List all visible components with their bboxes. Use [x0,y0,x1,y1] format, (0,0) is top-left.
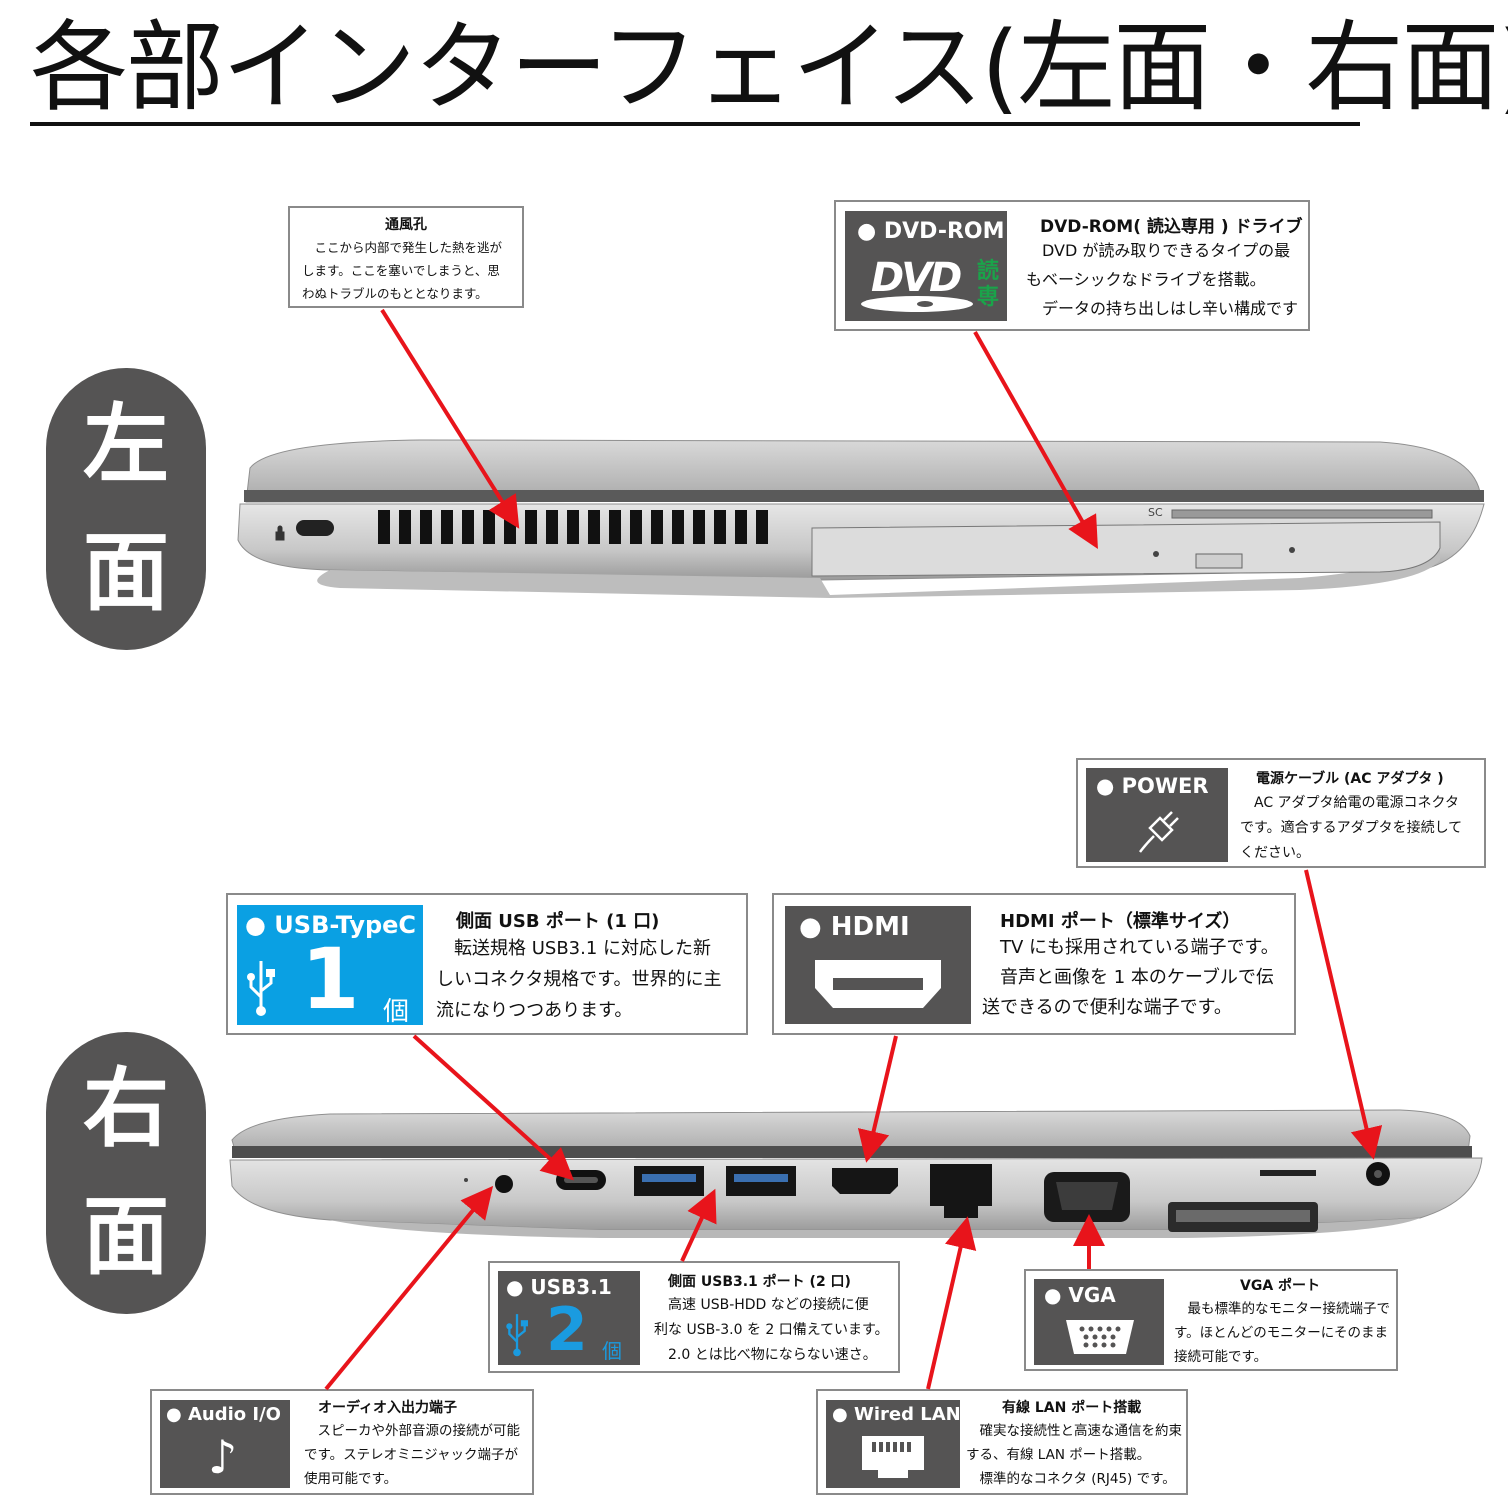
usb31-body: 高速 USB-HDD などの接続に便 利な USB-3.0 を 2 口備えていま… [654,1297,889,1363]
right-side-char-2: 面 [83,1187,169,1287]
lock-icon [275,525,285,541]
card-slot [1171,509,1433,519]
lan-callout: ● Wired LAN 有線 LAN ポート搭載 確実な接続性と高速な通信を約束… [816,1389,1188,1495]
page-title: 各部インターフェイス(左面・右面) [30,11,1508,125]
usbc-callout: ● USB-TypeC 1 個 側面 USB ポート (1 口) 転送規格 US… [226,893,748,1035]
vga-label: ● VGA [1044,1283,1116,1307]
vga-port-icon [1066,1320,1134,1354]
vent-callout: 通風孔 ここから内部で発生した熱を逃が します。ここを塞いでしまうと、思 わぬト… [288,206,524,308]
lan-port [930,1164,992,1206]
dvd-label: ● DVD-ROM [857,219,1005,244]
hdmi-title: HDMI ポート（標準サイズ） [1000,911,1241,932]
title-underline [30,122,1360,126]
hdmi-body: TV にも採用されている端子です。 音声と画像を 1 本のケーブルで伝 送できる… [982,937,1279,1018]
laptop-left-side-image: SC [237,439,1485,598]
dvd-drive-tray [811,521,1441,577]
power-icon-box: ● POWER [1086,768,1228,862]
lan-body: 確実な接続性と高速な通信を約束 する、有線 LAN ポート搭載。 標準的なコネク… [966,1423,1182,1487]
left-side-badge: 左 面 [46,368,206,650]
usbc-title: 側面 USB ポート (1 口) [456,911,660,932]
dvd-icon-box: ● DVD-ROM DVD 読 専 [845,211,1007,321]
audio-label: ● Audio I/O [166,1404,281,1425]
vga-title: VGA ポート [1240,1278,1321,1294]
ethernet-port-icon [862,1436,924,1478]
lan-label: ● Wired LAN [832,1404,961,1425]
lan-icon-box: ● Wired LAN [826,1400,961,1488]
power-callout: ● POWER 電源ケーブル (AC アダプタ ) AC アダプタ給電の電源コネ… [1076,758,1486,868]
music-note-icon: ♪ [208,1430,238,1484]
power-label: ● POWER [1096,774,1209,798]
dvd-callout: ● DVD-ROM DVD 読 専 DVD-ROM( 読込専用 ) ドライブ D… [834,200,1310,331]
dvd-disc-icon [861,296,973,312]
right-side-badge: 右 面 [46,1032,206,1314]
dvd-eject-button [1195,553,1243,569]
usb-icon [247,961,275,1016]
dvd-body: DVD が読み取りできるタイプの最 もベーシックなドライブを搭載。 データの持ち… [1026,241,1299,318]
usb31-title: 側面 USB3.1 ポート (2 口) [668,1274,851,1290]
dvd-title: DVD-ROM( 読込専用 ) ドライブ [1040,217,1303,237]
plug-icon [1139,811,1179,853]
audio-title: オーディオ入出力端子 [318,1400,458,1416]
left-side-char-1: 左 [83,395,169,495]
audio-jack [495,1175,513,1193]
vent-body: ここから内部で発生した熱を逃が します。ここを塞いでしまうと、思 わぬトラブルの… [302,240,503,301]
usb31-unit: 個 [602,1339,622,1363]
audio-body: スピーカや外部音源の接続が可能 です。ステレオミニジャック端子が 使用可能です。 [304,1423,520,1487]
right-side-char-1: 右 [83,1059,169,1159]
hdmi-label: ● HDMI [799,912,910,942]
usb31-icon-box: ● USB3.1 2 個 [498,1271,640,1365]
vga-body: 最も標準的なモニター接続端子で す。ほとんどのモニターにそのまま 接続可能です。 [1174,1301,1390,1365]
security-lock-slot [296,520,334,536]
sd-card-slot [1260,1170,1316,1176]
lan-title: 有線 LAN ポート搭載 [1002,1400,1142,1416]
usb31-callout: ● USB3.1 2 個 側面 USB3.1 ポート (2 口) 高速 USB-… [488,1261,900,1373]
audio-callout: ● Audio I/O ♪ オーディオ入出力端子 スピーカや外部音源の接続が可能… [150,1389,534,1495]
usbc-count: 1 [301,930,360,1028]
dvd-logo: DVD [871,255,962,301]
power-title: 電源ケーブル (AC アダプタ ) [1256,771,1444,787]
usbc-icon-box: ● USB-TypeC 1 個 [237,905,423,1028]
usb31-count: 2 [546,1295,588,1365]
sc-slot-label: SC [1148,506,1163,519]
usbc-unit: 個 [383,997,410,1027]
usb31-label: ● USB3.1 [506,1275,612,1299]
vent-title: 通風孔 [385,217,427,233]
usbc-body: 転送規格 USB3.1 に対応した新 しいコネクタ規格です。世界的に主 流になり… [436,938,722,1021]
left-side-char-2: 面 [83,523,169,623]
hdmi-port-icon [815,960,941,1008]
vga-icon-box: ● VGA [1034,1279,1164,1365]
usb-icon [506,1314,528,1357]
vga-callout: ● VGA VGA ポート 最も標準的なモニター接続端子で す。ほとんどのモニタ… [1024,1269,1398,1371]
dvd-read-only-badge: 読 専 [977,259,1000,310]
audio-icon-box: ● Audio I/O ♪ [160,1400,290,1488]
power-body: AC アダプタ給電の電源コネクタ です。適合するアダプタを接続して ください。 [1240,795,1463,861]
hdmi-icon-box: ● HDMI [785,906,971,1024]
usbc-label: ● USB-TypeC [245,911,417,939]
hdmi-callout: ● HDMI HDMI ポート（標準サイズ） TV にも採用されている端子です。… [772,893,1296,1035]
hdmi-port [832,1168,898,1194]
